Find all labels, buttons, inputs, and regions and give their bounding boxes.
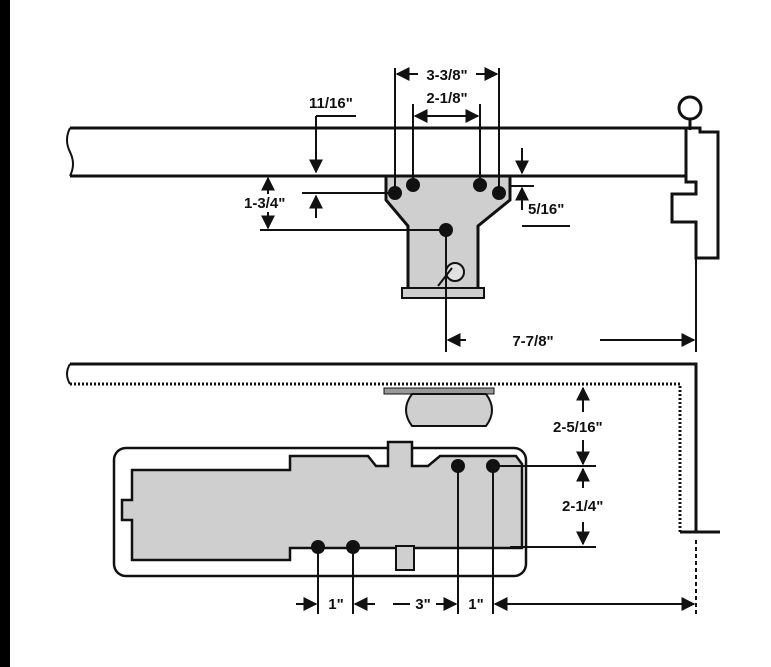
label-1-3-4: 1-3/4" [244,195,285,212]
arm-shoe [405,393,493,427]
label-7-7-8: 7-7/8" [512,333,553,350]
label-2-1-4: 2-1/4" [562,498,603,515]
label-11-16: 11/16" [309,95,353,112]
label-2-5-16: 2-5/16" [553,419,603,436]
frame-inner-line [70,382,682,532]
closer-body [120,440,524,562]
label-1-left: 1" [328,596,343,613]
dimension-labels: 3-3/8" 2-1/8" 11/16" 1-3/4" 5/16" 7-7/8"… [244,67,603,613]
hinge-knuckle [677,95,703,121]
frame-break [66,363,71,385]
door-left-break [66,127,74,177]
door-frame-profile [670,126,720,260]
left-border-bar [0,0,10,667]
top-bracket-holes [388,178,506,237]
top-dimension-lines [260,67,697,352]
closer-spindle [395,545,415,571]
label-5-16: 5/16" [528,201,564,218]
label-2-1-8: 2-1/8" [426,90,467,107]
frame-outer-line [70,362,698,532]
bottom-view [66,362,720,578]
right-paper-edge [730,60,771,640]
bracket-foot [401,287,485,299]
closer-cover-outline [112,446,528,578]
label-3: 3" [415,596,430,613]
bottom-dimension-lines [296,386,697,614]
label-3-3-8: 3-3/8" [426,67,467,84]
label-1-right: 1" [468,596,483,613]
